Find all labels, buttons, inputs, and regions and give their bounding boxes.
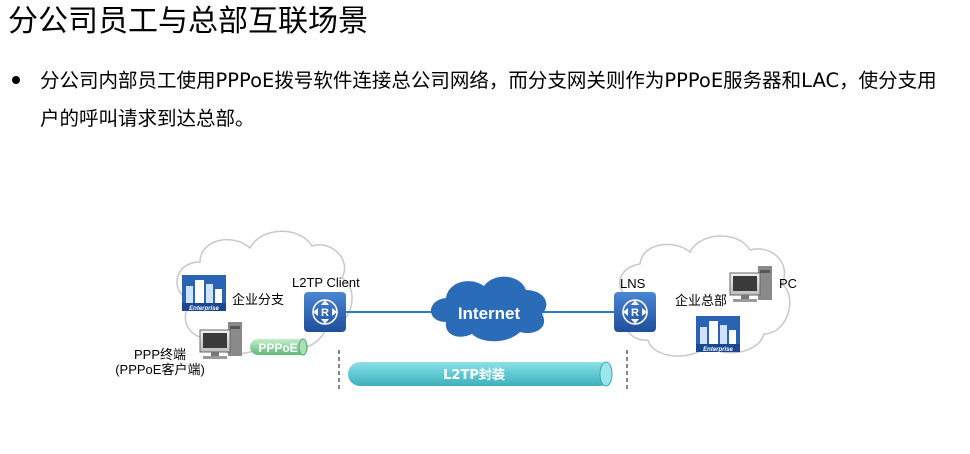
bullet-text: 分公司内部员工使用PPPoE拨号软件连接总公司网络，而分支网关则作为PPPoE服… bbox=[40, 69, 937, 130]
ppp-terminal-sublabel: (PPPoE客户端) bbox=[115, 362, 205, 377]
branch-enterprise-icon: Enterprise bbox=[182, 275, 226, 312]
branch-label: 企业分支 bbox=[232, 292, 285, 307]
hq-pc-computer-icon bbox=[729, 266, 772, 302]
l2tp-tunnel-label: L2TP封装 bbox=[443, 367, 505, 383]
lns-label: LNS bbox=[620, 276, 646, 291]
hq-cloud bbox=[619, 235, 791, 357]
l2tp-tunnel: L2TP封装 bbox=[348, 361, 613, 387]
ppp-terminal-label: PPP终端 bbox=[133, 347, 186, 362]
pppoe-label: PPPoE bbox=[258, 341, 297, 355]
ppp-terminal-computer-icon bbox=[199, 322, 242, 359]
hq-enterprise-icon: Enterprise bbox=[696, 316, 740, 353]
svg-text:R: R bbox=[631, 307, 639, 319]
router-icon: R bbox=[304, 292, 346, 332]
branch-enterprise-caption: Enterprise bbox=[189, 306, 219, 312]
bullet-dot bbox=[12, 76, 20, 84]
pc-label: PC bbox=[779, 276, 798, 291]
l2tp-client-label: L2TP Client bbox=[292, 275, 360, 290]
page-title: 分公司员工与总部互联场景 bbox=[8, 4, 368, 39]
hq-enterprise-caption: Enterprise bbox=[703, 347, 733, 353]
pppoe-tunnel: PPPoE bbox=[250, 338, 308, 356]
internet-cloud bbox=[431, 276, 547, 342]
lns-router-icon: R bbox=[614, 292, 656, 332]
hq-label: 企业总部 bbox=[675, 293, 728, 308]
svg-text:R: R bbox=[321, 307, 329, 319]
internet-label: Internet bbox=[458, 304, 521, 323]
